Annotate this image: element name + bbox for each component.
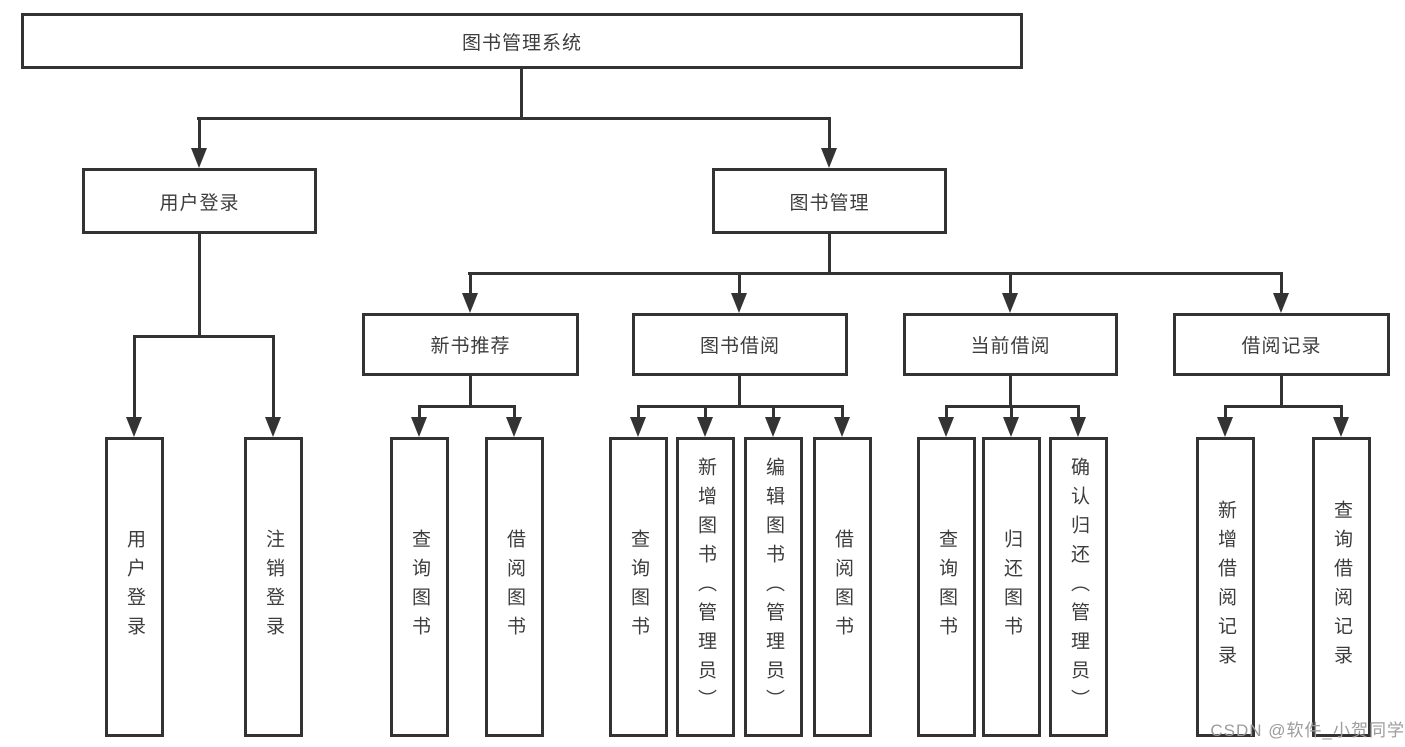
arrow-down-icon [1333,417,1349,437]
leaf-br-query-record: 查询借阅记录 [1312,437,1371,737]
arrow-down-icon [731,293,747,313]
node-label: 查询图书 [409,529,430,645]
node-label: 借阅图书 [504,529,525,645]
arrow-down-icon [1070,417,1086,437]
arrow-down-icon [1217,417,1233,437]
leaf-bb-edit-books-admin: 编辑图书（管理员） [744,437,803,737]
arrow-down-icon [1002,293,1018,313]
node-label: 图书管理系统 [461,32,582,54]
node-user-login-branch: 用户登录 [82,168,317,234]
connector-user-login-down [198,233,201,338]
connector-stem-login [133,335,136,419]
connector-stem-logout [272,335,275,419]
connector-stem-book-mgmt [828,117,831,150]
connector-stem-nb-query [418,405,421,419]
node-borrowing-records: 借阅记录 [1173,313,1390,376]
node-label: 用户登录 [124,529,145,645]
connector-user-login-bar [133,335,274,338]
node-label: 借阅图书 [832,529,853,645]
connector-stem-borrow [738,272,741,295]
connector-current-down [1009,374,1012,408]
connector-stem-bb-borrow [841,405,844,419]
node-label: 当前借阅 [970,336,1051,357]
leaf-bb-query-books: 查询图书 [609,437,668,737]
leaf-cb-query-books: 查询图书 [917,437,976,737]
connector-stem-current [1009,272,1012,295]
arrow-down-icon [411,417,427,437]
arrow-down-icon [697,417,713,437]
csdn-watermark: CSDN @软件_小贺同学 [1210,721,1405,740]
leaf-bb-borrow-books: 借阅图书 [813,437,872,737]
connector-borrow-bar [637,405,843,408]
connector-root-stem [520,68,523,120]
arrow-down-icon [191,148,207,168]
connector-stem-nb-borrow [513,405,516,419]
connector-stem-new-book [469,272,472,295]
arrow-down-icon [265,417,281,437]
node-label: 用户登录 [159,192,240,214]
node-label: 确认归还（管理员） [1068,456,1089,718]
node-label: 新书推荐 [430,336,511,357]
connector-new-book-bar [418,405,516,408]
node-label: 图书管理 [789,192,870,214]
node-label: 查询借阅记录 [1331,500,1352,674]
connector-book-mgmt-down [828,233,831,275]
leaf-bb-add-books-admin: 新增图书（管理员） [676,437,735,737]
connector-book-mgmt-bar [468,272,1282,275]
node-label: 新增借阅记录 [1215,500,1236,674]
node-book-management: 图书管理 [712,168,947,234]
node-label: 查询图书 [628,529,649,645]
connector-root-bar [197,117,831,120]
connector-stem-user-login [198,117,201,150]
connector-stem-cb-query [945,405,948,419]
node-current-borrowing: 当前借阅 [903,313,1118,376]
leaf-logout: 注销登录 [244,437,303,737]
node-label: 注销登录 [263,529,284,645]
arrow-down-icon [126,417,142,437]
arrow-down-icon [821,148,837,168]
connector-stem-cb-confirm [1077,405,1080,419]
connector-stem-br-query [1340,405,1343,419]
connector-stem-cb-return [1010,405,1013,419]
leaf-nb-query-books: 查询图书 [390,437,449,737]
connector-records-down [1280,374,1283,408]
node-label: 借阅记录 [1241,336,1322,357]
node-label: 编辑图书（管理员） [763,456,784,718]
connector-borrow-down [738,374,741,408]
leaf-cb-return-books: 归还图书 [982,437,1041,737]
connector-new-book-down [469,374,472,408]
leaf-nb-borrow-books: 借阅图书 [485,437,544,737]
arrow-down-icon [506,417,522,437]
leaf-user-login: 用户登录 [105,437,164,737]
node-new-book-recommend: 新书推荐 [362,313,579,376]
node-book-borrowing: 图书借阅 [632,313,848,376]
connector-records-bar [1224,405,1342,408]
arrow-down-icon [1003,417,1019,437]
connector-stem-bb-add [704,405,707,419]
connector-stem-br-add [1224,405,1227,419]
connector-stem-bb-edit [772,405,775,419]
leaf-br-add-record: 新增借阅记录 [1196,437,1255,737]
node-label: 图书借阅 [699,336,780,357]
node-label: 新增图书（管理员） [695,456,716,718]
connector-stem-bb-query [637,405,640,419]
arrow-down-icon [630,417,646,437]
node-root-system: 图书管理系统 [21,13,1023,69]
arrow-down-icon [834,417,850,437]
connector-stem-records [1280,272,1283,295]
arrow-down-icon [938,417,954,437]
arrow-down-icon [765,417,781,437]
node-label: 归还图书 [1001,529,1022,645]
arrow-down-icon [462,293,478,313]
node-label: 查询图书 [936,529,957,645]
leaf-cb-confirm-return-admin: 确认归还（管理员） [1049,437,1108,737]
arrow-down-icon [1273,293,1289,313]
